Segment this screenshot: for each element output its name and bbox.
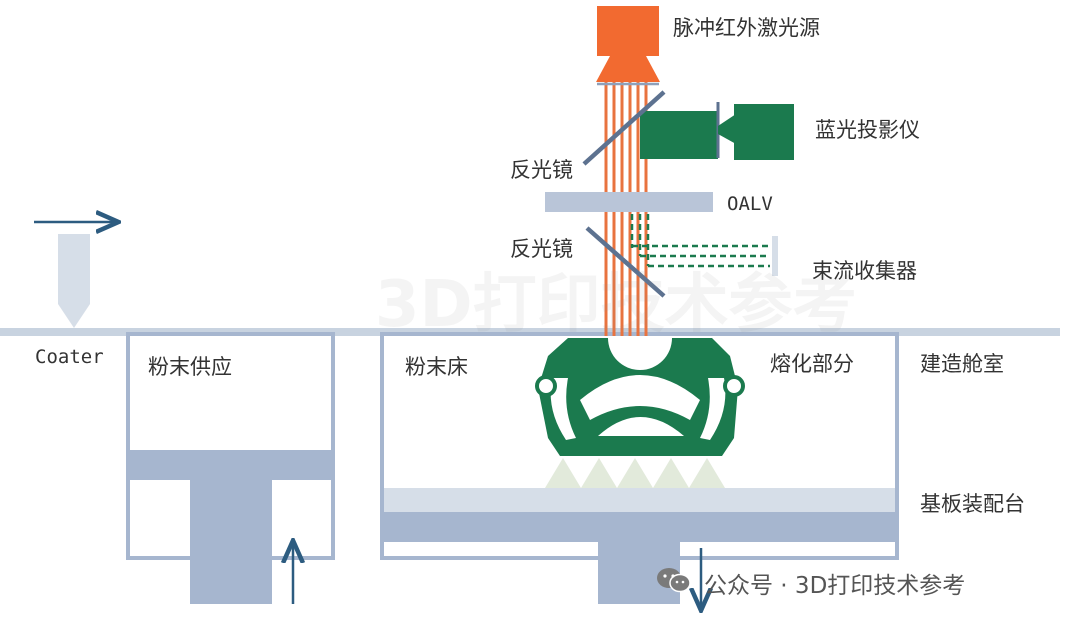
powder-cones [545,458,725,488]
powder-bed-label: 粉末床 [405,355,468,379]
beam-dump-label: 束流收集器 [812,259,917,283]
top-mirror-label: 反光镜 [510,158,573,182]
bottom-mirror [585,226,666,298]
laser-source-box [597,6,659,56]
coater-label: Coater [35,346,104,368]
fusion-part-label: 熔化部分 [770,352,854,376]
powder-supply-piston [190,480,272,604]
coater-blade [58,234,90,328]
bottom-mirror-label: 反光镜 [510,237,573,261]
projector-body [734,104,794,160]
substrate-stage-label: 基板装配台 [920,492,1025,516]
reflected-beams [630,214,770,268]
projector-cone [718,114,736,144]
oalv-label: OALV [727,193,773,215]
projector-beam [640,111,718,159]
laser-source-label: 脉冲红外激光源 [673,16,820,40]
laser-source-nozzle [596,56,660,82]
powder-supply-label: 粉末供应 [148,355,232,379]
build-chamber-label: 建造舱室 [920,352,1004,376]
substrate-top-layer [384,488,895,512]
oalv-plate [545,192,713,212]
powder-supply-powder [130,450,331,480]
substrate-plate [384,512,895,542]
top-mirror [582,90,666,166]
watermark-footer: 公众号 · 3D打印技术参考 [704,573,966,599]
blue-projector-label: 蓝光投影仪 [815,118,920,142]
wechat-icon [657,568,691,593]
watermark-center: 3D打印技术参考 [375,268,857,342]
fused-part [535,338,745,456]
